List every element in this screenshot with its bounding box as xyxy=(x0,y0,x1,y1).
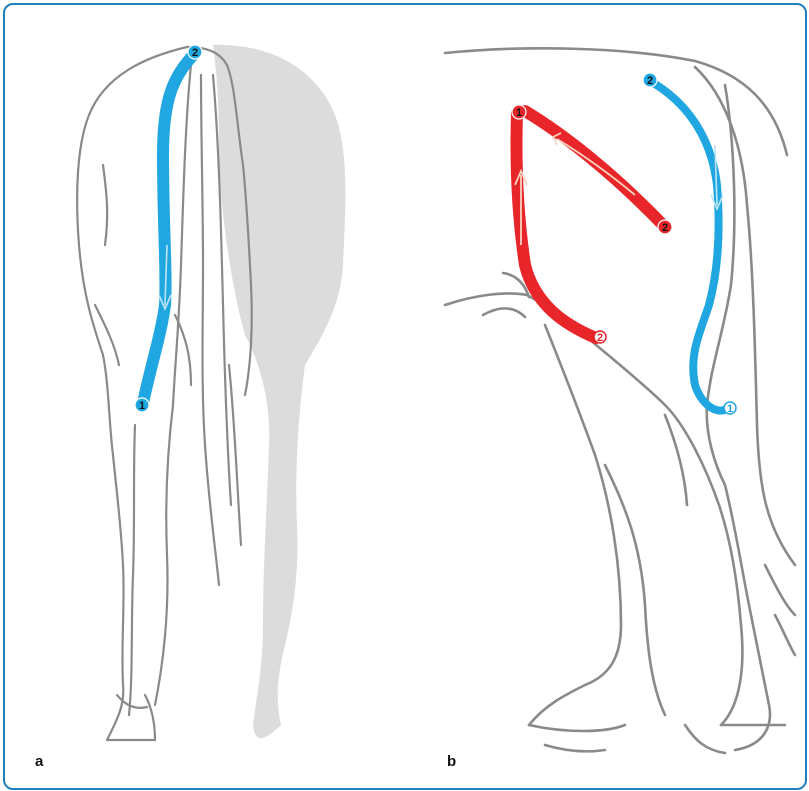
marker-b-red-start: 2 xyxy=(594,331,606,344)
marker-b-blue-end: 2 xyxy=(643,73,657,87)
svg-text:2: 2 xyxy=(597,332,603,344)
panel-label-b: b xyxy=(447,753,456,770)
figure-frame: 1 2 1 2 2 1 xyxy=(3,3,807,790)
svg-text:2: 2 xyxy=(647,75,653,87)
marker-b-red-end: 2 xyxy=(658,220,672,234)
horse-silhouette xyxy=(213,45,345,738)
red-line-b xyxy=(516,111,665,338)
svg-text:2: 2 xyxy=(192,47,198,59)
marker-a-start: 1 xyxy=(135,398,149,412)
panel-label-a: a xyxy=(35,753,43,770)
horse-side-outline xyxy=(445,48,795,753)
svg-text:1: 1 xyxy=(139,400,145,412)
illustration: 1 2 1 2 2 1 xyxy=(5,5,805,788)
marker-b-blue-start: 1 xyxy=(724,402,736,415)
marker-a-end: 2 xyxy=(188,45,202,59)
marker-b-red-corner: 1 xyxy=(512,105,526,119)
svg-text:1: 1 xyxy=(516,107,522,119)
svg-text:2: 2 xyxy=(662,222,668,234)
svg-text:1: 1 xyxy=(727,403,733,415)
